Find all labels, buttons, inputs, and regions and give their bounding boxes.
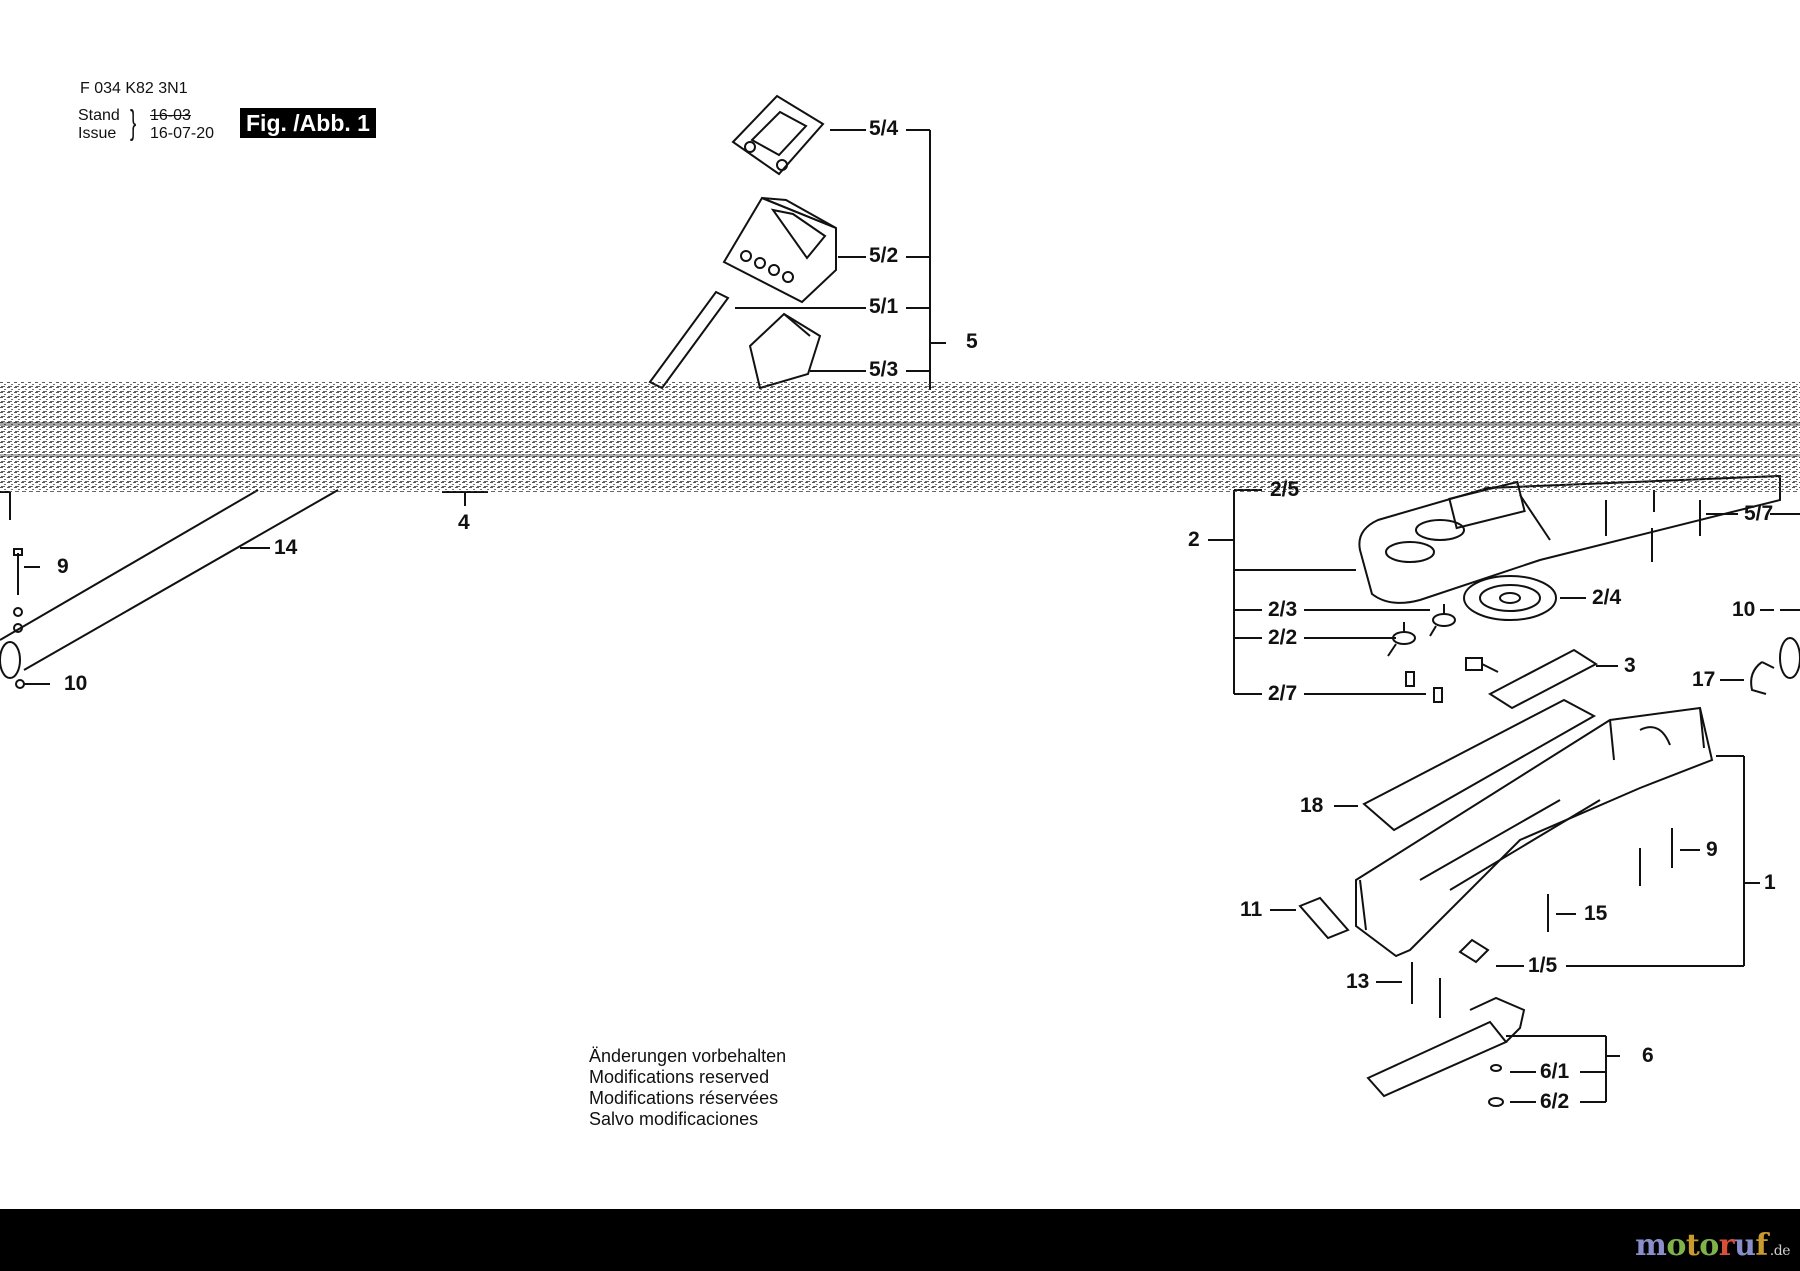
logo-letter: m: [1635, 1228, 1667, 1263]
callout-5-2: 5/2: [869, 244, 899, 267]
stand-issue-labels: Stand Issue: [78, 107, 120, 143]
part-5-4-frame: [731, 94, 825, 176]
part-2-control-panel: [1358, 474, 1781, 604]
logo-letter: r: [1718, 1228, 1735, 1263]
part-2-4-speaker: [1463, 575, 1586, 621]
exploded-parts-diagram: [0, 94, 1800, 1107]
callout-10-left: 10: [64, 672, 88, 695]
part-5-3-block: [748, 312, 822, 390]
callout-18: 18: [1300, 794, 1324, 817]
callout-5-7: 5/7: [1744, 502, 1774, 525]
logo-letter: o: [1699, 1228, 1719, 1263]
part-11-label: [1270, 896, 1350, 940]
brace-glyph: }: [130, 104, 137, 142]
part-13-screws: [1376, 962, 1441, 1018]
part-2-7-pin-a: [1405, 671, 1415, 687]
part-17-clip: [1720, 661, 1775, 695]
part-1-base-housing: [1355, 706, 1714, 958]
callout-1: 1: [1764, 871, 1776, 894]
site-logo: motoruf.de: [1635, 1228, 1790, 1263]
issue-label: Issue: [78, 125, 117, 142]
callout-2-2: 2/2: [1268, 626, 1298, 649]
scan-noise-band: [0, 382, 1800, 492]
part-2-3-pot: [1429, 604, 1456, 637]
logo-tld: .de: [1769, 1243, 1791, 1259]
callout-5-4: 5/4: [869, 117, 899, 140]
part-6-bracket: [1366, 996, 1620, 1107]
note-de: Änderungen vorbehalten: [589, 1046, 787, 1066]
logo-wordmark: motoruf: [1635, 1228, 1768, 1263]
part-3-board: [1465, 648, 1618, 710]
figure-label: Fig. /Abb. 1: [240, 108, 376, 138]
callout-17: 17: [1692, 668, 1716, 691]
note-fr: Modifications réservées: [589, 1088, 779, 1108]
part-5-7-screws: [1605, 490, 1800, 562]
callout-4: 4: [458, 511, 470, 534]
callout-5-1: 5/1: [869, 295, 899, 318]
bracket-5: [735, 129, 946, 390]
part-code: F 034 K82 3N1: [80, 80, 188, 97]
callout-3: 3: [1624, 654, 1636, 677]
part-10-ring-right: [1760, 609, 1800, 679]
callout-6-2: 6/2: [1540, 1090, 1570, 1113]
issue-date: 16-07-20: [150, 125, 215, 142]
part-1-5-clip: [1458, 938, 1524, 967]
callout-2-7: 2/7: [1268, 682, 1298, 705]
note-es: Salvo modificaciones: [589, 1109, 759, 1129]
scan-noise-svg: [0, 382, 1800, 492]
part-9-screws-right: [1639, 828, 1700, 886]
logo-letter: o: [1666, 1228, 1686, 1263]
footer-bar: [0, 1209, 1800, 1271]
callout-1-5: 1/5: [1528, 954, 1558, 977]
callout-15: 15: [1584, 902, 1608, 925]
callout-9-right: 9: [1706, 838, 1718, 861]
callout-6: 6: [1642, 1044, 1654, 1067]
callout-9-left: 9: [57, 555, 69, 578]
modification-notes: Änderungen vorbehalten Modifications res…: [589, 1046, 786, 1130]
old-date: 16-03: [150, 107, 191, 124]
callout-10-right: 10: [1732, 598, 1756, 621]
callout-11: 11: [1240, 898, 1263, 921]
bracket-2: [1208, 489, 1430, 695]
callout-2-5: 2/5: [1270, 478, 1300, 501]
part-14-tube: [0, 489, 339, 679]
stand-label: Stand: [78, 107, 120, 124]
part-4-marker: [442, 491, 488, 506]
part-9-screw-left: [13, 548, 40, 595]
part-5-2-housing: [722, 196, 837, 304]
callout-2: 2: [1188, 528, 1200, 551]
callout-5-3: 5/3: [869, 358, 899, 381]
callout-5: 5: [966, 330, 978, 353]
logo-letter: u: [1734, 1228, 1756, 1263]
callout-2-4: 2/4: [1592, 586, 1622, 609]
part-15-screw: [1547, 894, 1576, 932]
part-5-1-strip: [648, 290, 730, 390]
note-en: Modifications reserved: [589, 1067, 770, 1087]
part-2-7-pin-b: [1433, 687, 1443, 703]
issue-dates: 16-03 16-07-20: [150, 107, 214, 143]
logo-letter: t: [1685, 1228, 1700, 1263]
callout-2-3: 2/3: [1268, 598, 1298, 621]
callout-14: 14: [274, 536, 298, 559]
part-18-plate: [1334, 698, 1597, 832]
bracket-1: [1566, 755, 1760, 967]
part-2-2-pot: [1387, 622, 1416, 657]
callout-13: 13: [1346, 970, 1370, 993]
logo-letter: f: [1755, 1228, 1768, 1263]
callout-6-1: 6/1: [1540, 1060, 1570, 1083]
